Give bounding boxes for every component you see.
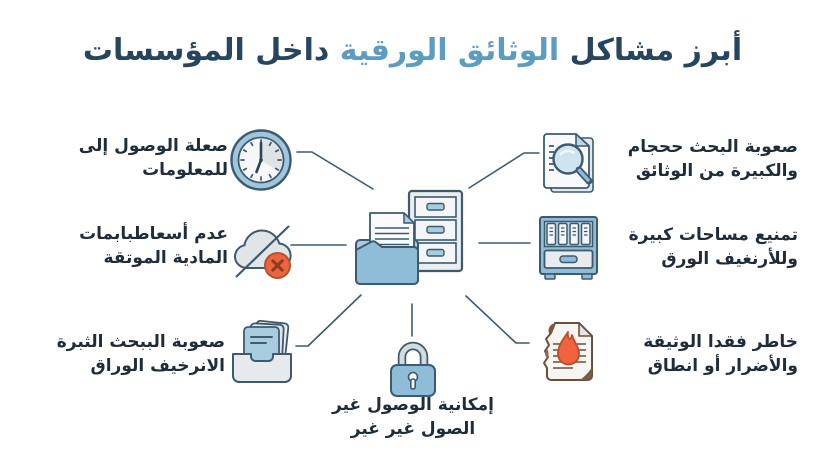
title-part2: داخل المؤسسات — [82, 33, 330, 68]
problem-line: الصول غير غير — [350, 418, 476, 439]
problem-line: خاطر فقدا الوثيقة — [643, 332, 798, 352]
problem-item-bottom-right-text: خاطر فقدا الوثيقة والأضرار أو انطاق — [608, 331, 798, 378]
problem-line: والكبيرة من الوثائق — [635, 160, 798, 181]
connector-top-left — [296, 151, 374, 190]
archive-cabinet-icon — [532, 212, 605, 285]
problem-item-mid-right-text: تمنيع مساحات كبيرة وللأرنغيف الورق — [608, 224, 798, 271]
problem-line: للمعلومات — [142, 159, 228, 180]
padlock-icon — [389, 338, 437, 398]
problem-item-bottom-center-text: إمكانية الوصول غير الصول غير غير — [323, 394, 503, 441]
problem-line: إمكانية الوصول غير — [332, 395, 494, 415]
problem-line: صعوبة الببحث الثبرة — [56, 332, 225, 352]
problem-line: والأضرار أو انطاق — [647, 355, 798, 376]
connector-bottom-left — [295, 294, 362, 347]
connector-top-right — [468, 152, 540, 189]
connector-bottom-right — [465, 295, 530, 344]
inbox-documents-icon — [227, 317, 299, 389]
folder-filing-cabinet-icon — [352, 188, 466, 288]
title-highlight: الوثائق الورقية — [339, 33, 560, 68]
problem-line: الانرخيف الوراق — [90, 355, 225, 376]
problem-line: وللأرنغيف الورق — [661, 248, 798, 269]
problem-line: صعلة الوصول إلى — [78, 136, 228, 156]
clock-icon — [228, 127, 294, 193]
page-title: أبرز مشاكل الوثائق الورقية داخل المؤسسات — [0, 33, 825, 68]
document-search-icon — [531, 126, 603, 198]
burning-document-icon — [531, 316, 605, 394]
problem-line: المادية الموتقة — [103, 247, 228, 268]
problem-line: صعوبة البحث ححجام — [627, 137, 798, 157]
cloud-offline-icon — [232, 218, 300, 286]
problem-line: عدم أسعاطبابمات — [79, 224, 228, 244]
problem-item-mid-left-text: عدم أسعاطبابمات المادية الموتقة — [40, 223, 228, 270]
problem-line: تمنيع مساحات كبيرة — [628, 225, 798, 245]
title-part1: أبرز مشاكل — [569, 33, 743, 68]
problem-item-top-left-text: صعلة الوصول إلى للمعلومات — [45, 135, 228, 182]
problem-item-bottom-left-text: صعوبة الببحث الثبرة الانرخيف الوراق — [35, 331, 225, 378]
problem-item-top-right-text: صعوبة البحث ححجام والكبيرة من الوثائق — [608, 136, 798, 183]
